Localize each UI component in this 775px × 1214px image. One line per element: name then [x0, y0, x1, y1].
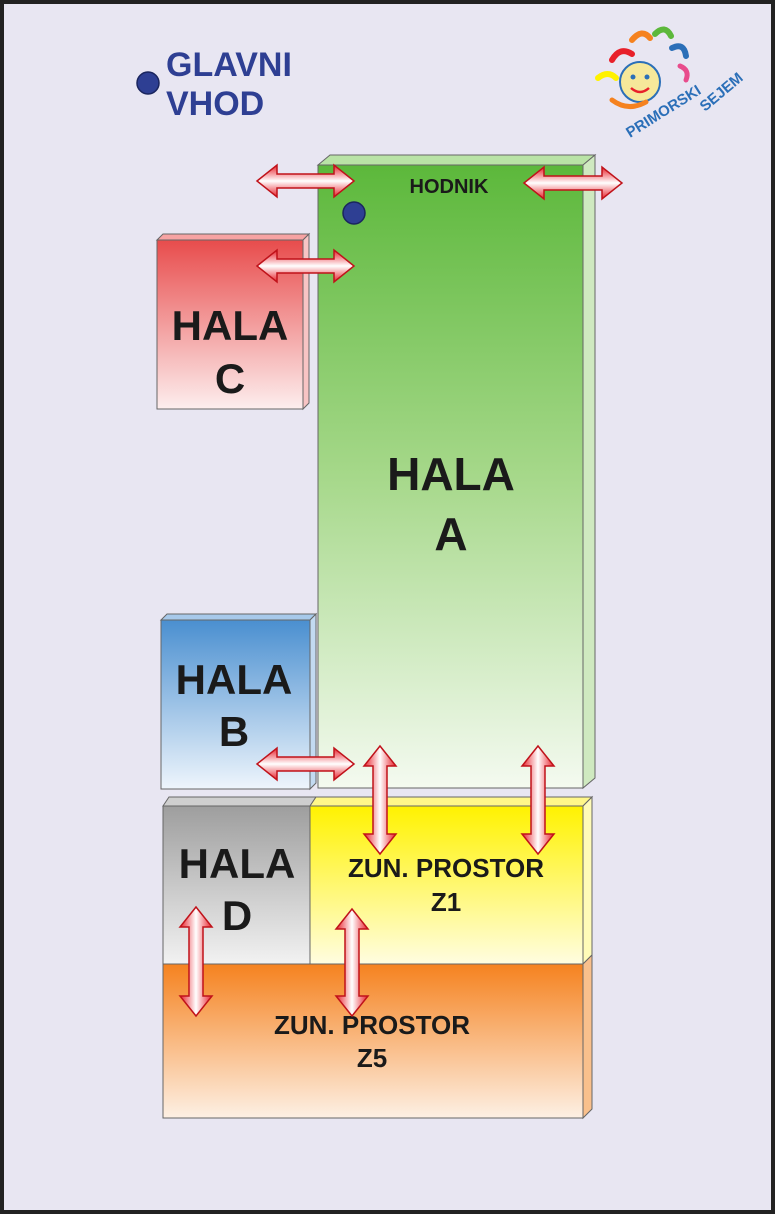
outdoor-area-z5[interactable]: ZUN. PROSTOR Z5 — [162, 953, 593, 1120]
primorski-sejem-logo: PRIMORSKI SEJEM — [595, 26, 747, 141]
logo-text-2: SEJEM — [697, 69, 747, 115]
arrow-hall-a-to-z1-left — [362, 744, 398, 856]
z5-label-1: ZUN. PROSTOR — [274, 1010, 470, 1040]
arrow-z1-to-z5 — [334, 907, 370, 1018]
hall-a-label-2: A — [434, 508, 467, 560]
main-entrance: GLAVNI VHOD — [166, 46, 292, 123]
z5-label-2: Z5 — [357, 1043, 387, 1073]
entrance-label-1: GLAVNI — [166, 46, 292, 84]
entrance-label-2: VHOD — [166, 85, 264, 123]
arrow-hall-c-to-hall-a — [255, 248, 356, 284]
z1-label-2: Z1 — [431, 887, 461, 917]
hall-d-label-1: HALA — [179, 840, 296, 887]
hall-d[interactable]: HALA D — [162, 796, 317, 965]
arrow-hall-a-to-z1-right — [520, 744, 556, 856]
z1-label-1: ZUN. PROSTOR — [348, 853, 544, 883]
hall-a[interactable]: HALA A HODNIK — [316, 153, 597, 790]
arrow-entrance-to-corridor — [255, 163, 356, 199]
location-marker — [342, 201, 366, 225]
arrow-hall-b-to-hall-a — [255, 746, 356, 782]
arrow-corridor-east — [522, 165, 624, 201]
entrance-marker — [136, 71, 160, 95]
corridor-label: HODNIK — [410, 176, 489, 198]
arrow-hall-d-to-z5 — [178, 905, 214, 1018]
hall-b-label-2: B — [219, 708, 249, 755]
hall-c-label-1: HALA — [172, 302, 289, 349]
hall-d-label-2: D — [222, 892, 252, 939]
hall-b-label-1: HALA — [176, 656, 293, 703]
hall-a-label-1: HALA — [387, 448, 515, 500]
hall-c-label-2: C — [215, 355, 245, 402]
